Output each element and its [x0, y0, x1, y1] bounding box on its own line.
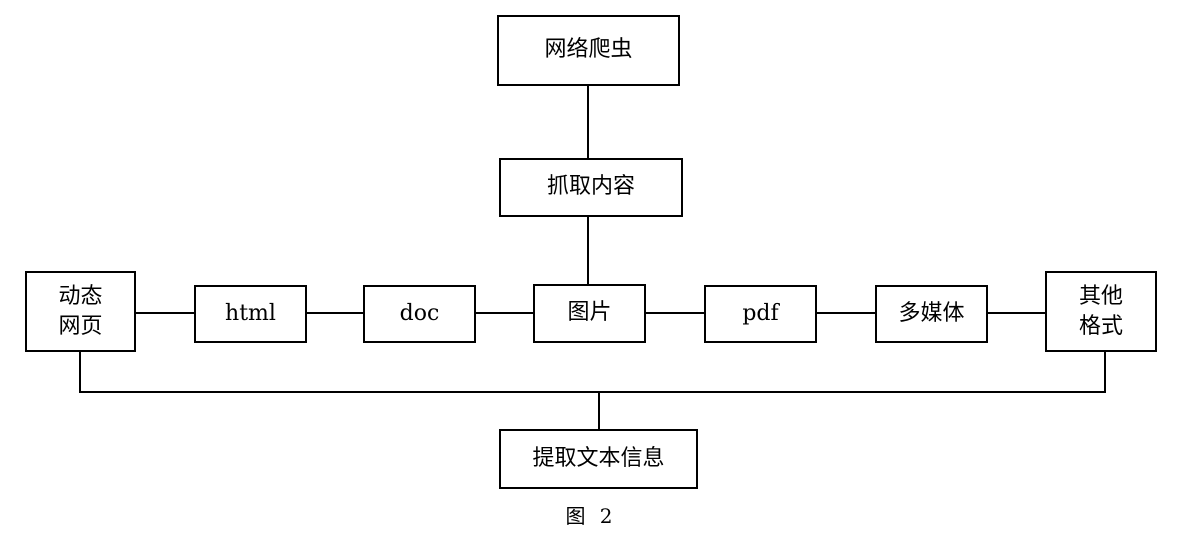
node-html-label: html	[225, 300, 276, 326]
node-other-format: 其他 格式	[1045, 271, 1157, 352]
node-dynamic-page: 动态 网页	[25, 271, 136, 352]
node-html: html	[194, 285, 307, 343]
node-image-label: 图片	[567, 300, 612, 326]
node-multimedia-label: 多媒体	[898, 300, 965, 326]
node-fetch-content: 抓取内容	[499, 158, 683, 217]
node-pdf-label: pdf	[742, 300, 779, 326]
node-doc-label: doc	[399, 300, 440, 326]
node-image: 图片	[533, 284, 646, 343]
node-doc: doc	[363, 285, 476, 343]
edge-bus-to-extract	[79, 351, 1106, 393]
node-extract-text-label: 提取文本信息	[532, 445, 665, 471]
node-multimedia: 多媒体	[875, 285, 988, 343]
node-fetch-content-label: 抓取内容	[546, 174, 635, 200]
node-extract-text: 提取文本信息	[499, 429, 698, 489]
figure-caption: 图 2	[565, 504, 617, 528]
node-pdf: pdf	[704, 285, 817, 343]
node-web-crawler-label: 网络爬虫	[544, 37, 633, 63]
node-other-format-label: 其他 格式	[1078, 283, 1123, 339]
node-dynamic-page-label: 动态 网页	[58, 283, 103, 339]
node-web-crawler: 网络爬虫	[497, 15, 680, 86]
